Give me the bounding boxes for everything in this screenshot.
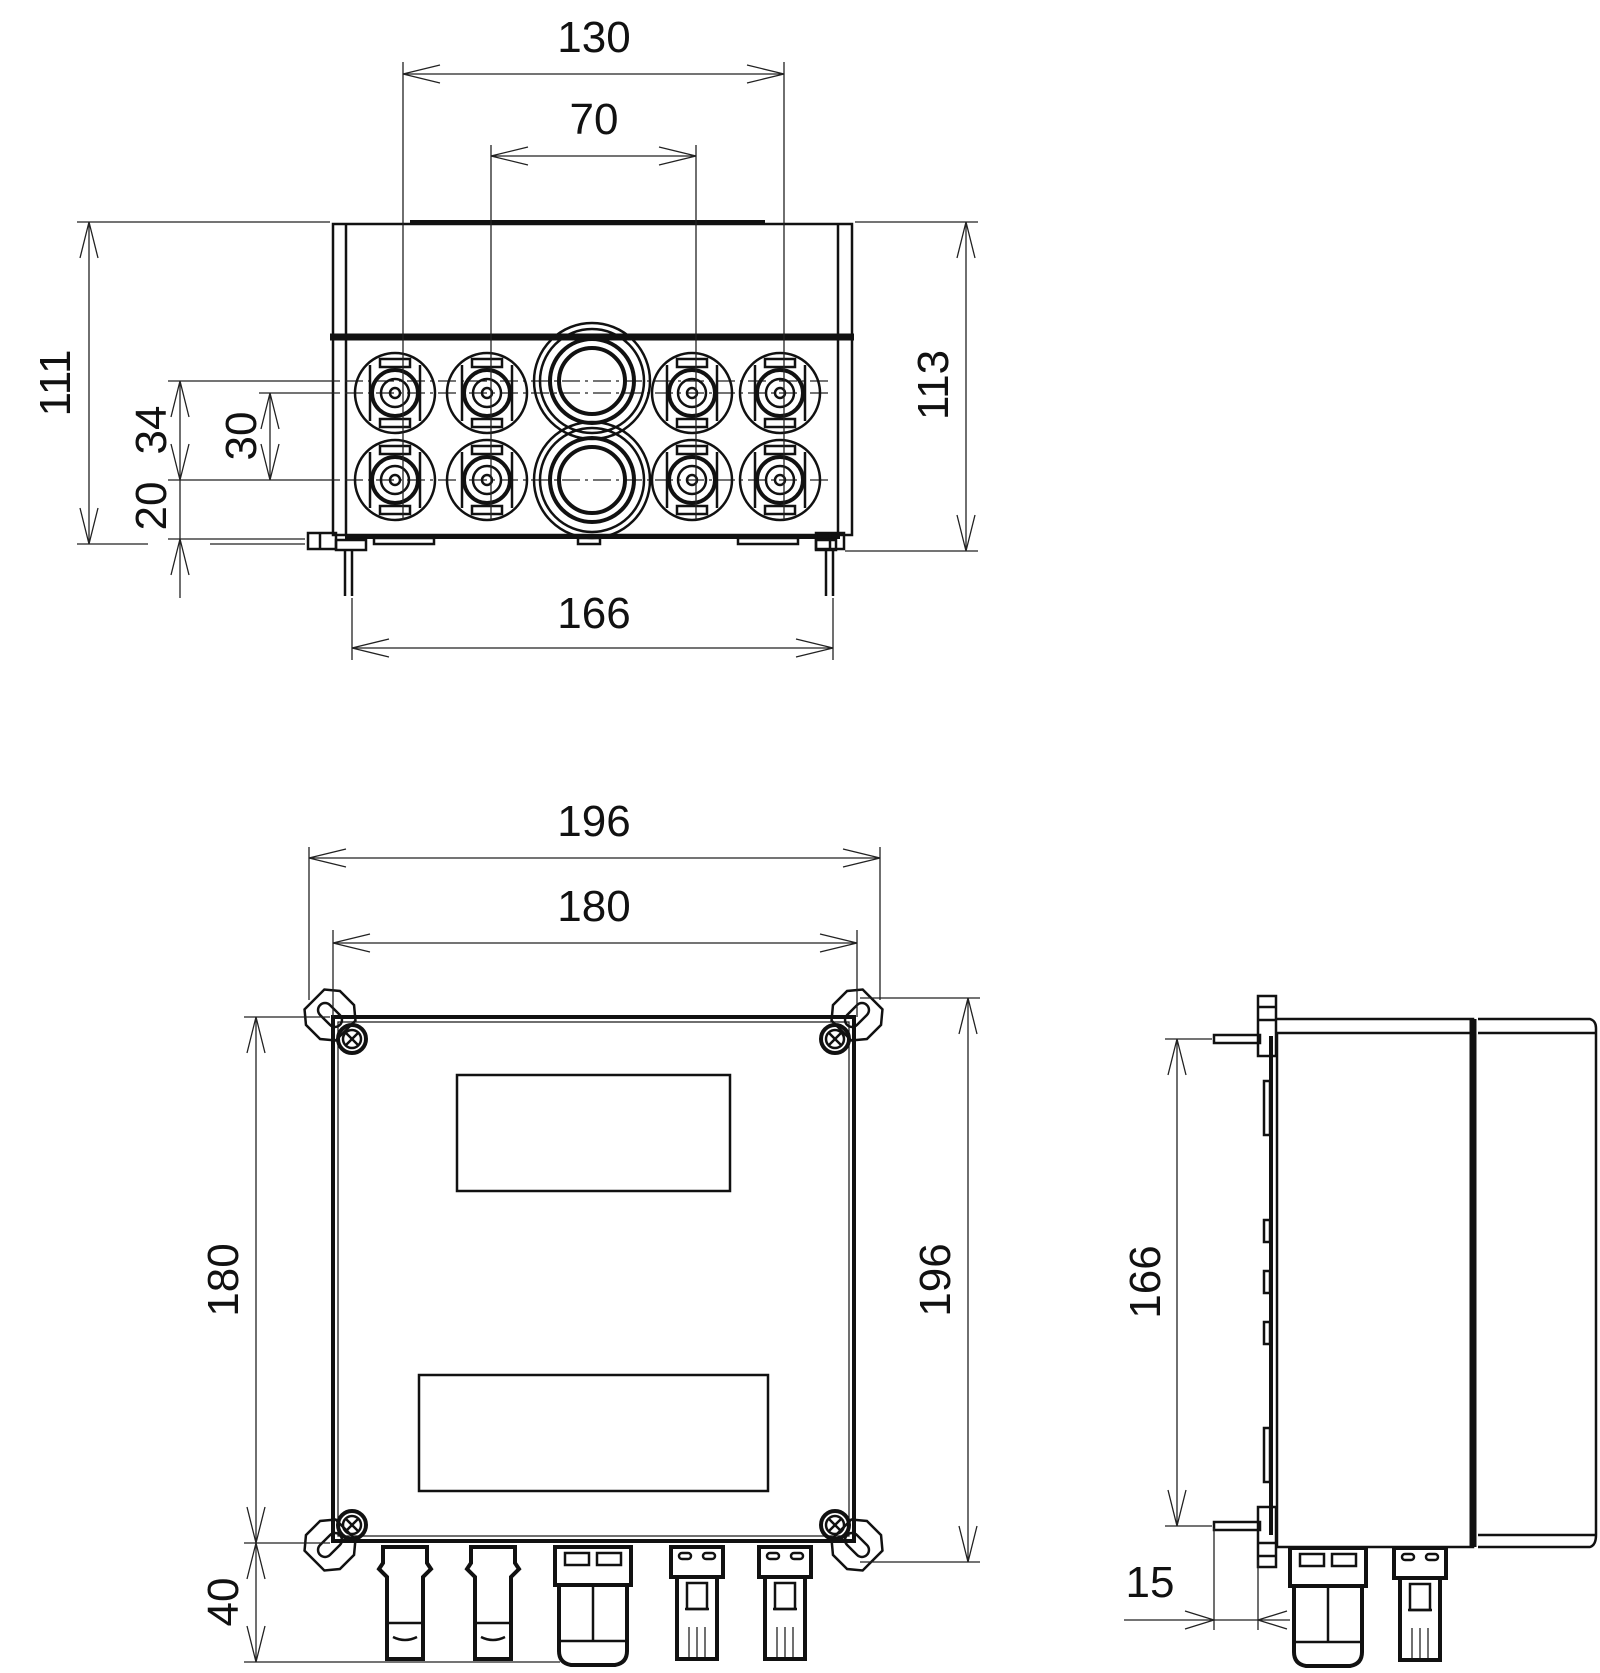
dim-130: 130	[402, 13, 785, 84]
dim-70: 70	[490, 95, 697, 166]
dim-196-height: 196	[911, 997, 978, 1563]
svg-text:196: 196	[557, 797, 630, 846]
svg-text:130: 130	[557, 13, 630, 62]
gland-bottom	[532, 420, 652, 540]
label-plate-top	[455, 1073, 732, 1193]
dim-166-side: 166	[1121, 1038, 1187, 1527]
screw-icon	[336, 1023, 368, 1055]
dim-180-width: 180	[332, 882, 858, 953]
mount-lug	[823, 1511, 891, 1579]
connector-plug	[377, 1545, 433, 1661]
dim-180-height: 180	[199, 1016, 266, 1544]
housing-lid	[331, 222, 854, 339]
svg-text:20: 20	[127, 482, 176, 531]
dim-113: 113	[909, 221, 976, 552]
connector-socket	[669, 1545, 725, 1661]
screw-icon	[819, 1023, 851, 1055]
svg-text:111: 111	[31, 350, 80, 417]
svg-text:180: 180	[557, 882, 630, 931]
dim-15: 15	[1124, 1528, 1290, 1630]
bottom-view: 130 70 111 34	[31, 13, 978, 660]
cable-gland	[553, 1545, 633, 1667]
svg-text:196: 196	[911, 1243, 960, 1316]
dim-20: 20	[127, 480, 190, 598]
svg-text:34: 34	[127, 406, 176, 455]
dim-34: 34	[127, 380, 190, 481]
label-plate-bottom	[417, 1373, 770, 1493]
connector-socket	[757, 1545, 813, 1661]
dim-40: 40	[199, 1542, 266, 1663]
dim-111: 111	[31, 221, 99, 545]
svg-text:70: 70	[570, 95, 619, 144]
front-view: 196 180 180 40	[199, 797, 980, 1667]
svg-text:30: 30	[217, 412, 266, 461]
housing-front	[331, 1015, 856, 1543]
dim-166-bottom: 166	[351, 589, 834, 660]
svg-text:166: 166	[1121, 1245, 1170, 1318]
svg-text:15: 15	[1126, 1558, 1175, 1607]
svg-text:180: 180	[199, 1243, 248, 1316]
side-view: 166 15	[1121, 994, 1598, 1668]
dim-196-width: 196	[308, 797, 881, 868]
svg-text:166: 166	[557, 589, 630, 638]
connector-side	[1392, 1546, 1448, 1662]
cable-gland-side	[1288, 1546, 1368, 1668]
mount-lug	[296, 1511, 364, 1579]
svg-text:40: 40	[199, 1578, 248, 1627]
svg-text:113: 113	[909, 350, 958, 420]
connector-plug	[465, 1545, 521, 1661]
dim-30: 30	[217, 392, 280, 481]
